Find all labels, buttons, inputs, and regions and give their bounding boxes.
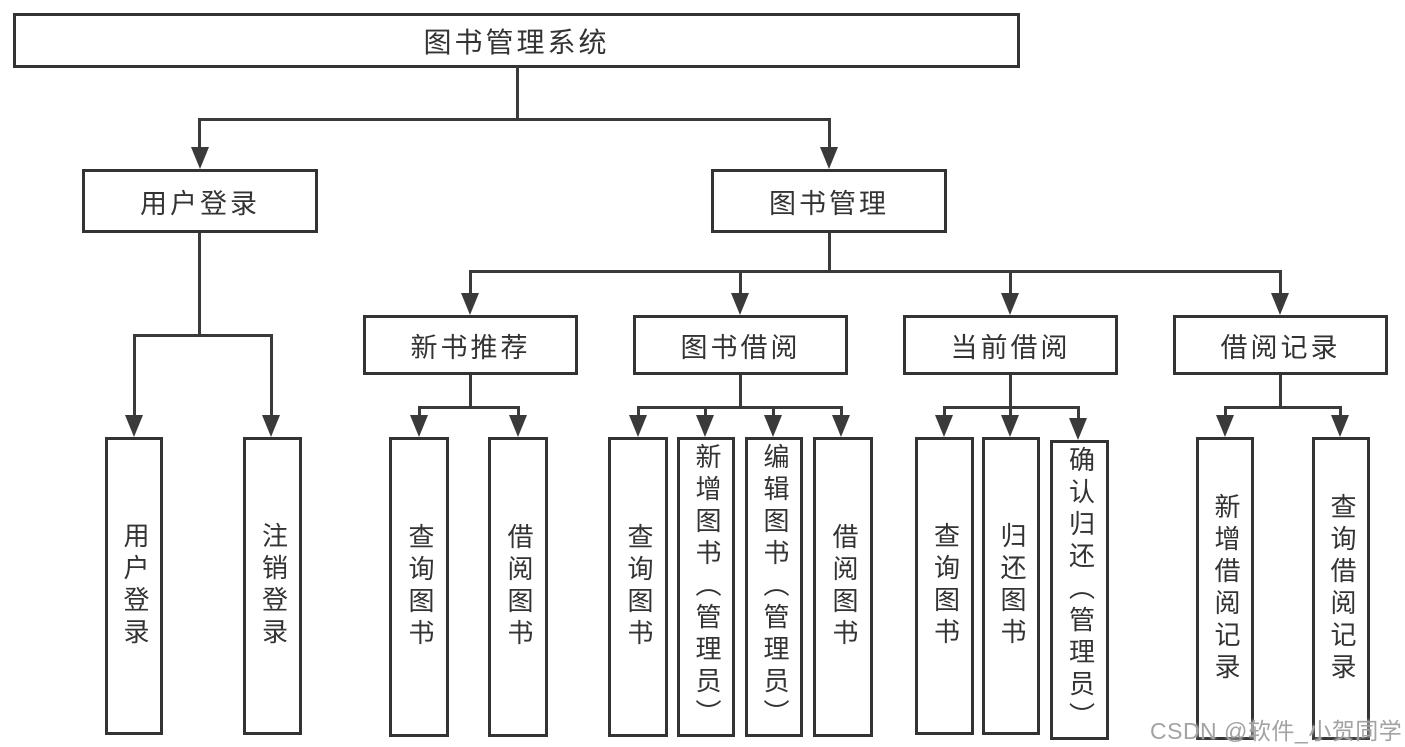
arrow-down-icon — [1271, 293, 1289, 315]
leaf-confirm-return-admin: 确认归还（管理员） — [1050, 440, 1109, 740]
leaf-user-login-label: 用户登录 — [120, 522, 149, 650]
leaf-query-books-borrow: 查询图书 — [608, 437, 668, 737]
arrow-down-icon — [820, 147, 838, 169]
node-root: 图书管理系统 — [13, 13, 1020, 68]
leaf-logout-label: 注销登录 — [258, 522, 288, 650]
leaf-query-books-recommend-label: 查询图书 — [405, 523, 434, 651]
connector-drop — [840, 406, 843, 418]
connector-new-book-rail — [418, 406, 520, 409]
connector-borrow-records-rail — [1224, 406, 1342, 409]
node-borrow-records: 借阅记录 — [1173, 315, 1388, 375]
connector-modules-rail — [469, 270, 1282, 273]
arrow-down-icon — [731, 293, 749, 315]
node-book-borrowing-label: 图书借阅 — [680, 332, 801, 363]
node-new-book-recommend: 新书推荐 — [363, 315, 578, 375]
connector-user-login-stub — [198, 233, 201, 337]
connector-drop — [1339, 406, 1342, 418]
connector-drop — [1077, 406, 1080, 420]
leaf-query-borrow-record: 查询借阅记录 — [1312, 437, 1370, 740]
connector-user-login-rail — [133, 334, 273, 337]
arrow-down-icon — [696, 415, 714, 437]
leaf-add-book-admin-label: 新增图书（管理员） — [692, 443, 721, 731]
leaf-borrow-books-recommend-label: 借阅图书 — [504, 523, 533, 651]
arrow-down-icon — [125, 415, 143, 437]
arrow-down-icon — [262, 415, 280, 437]
node-current-borrowing-label: 当前借阅 — [950, 332, 1071, 363]
connector-drop-borrow-records — [1279, 270, 1282, 296]
leaf-return-book: 归还图书 — [982, 437, 1040, 735]
node-book-borrowing: 图书借阅 — [633, 315, 848, 375]
leaf-query-books-current-label: 查询图书 — [930, 522, 960, 650]
leaf-add-borrow-record-label: 新增借阅记录 — [1211, 492, 1240, 685]
connector-new-book-stub — [469, 375, 472, 409]
connector-drop-book-management — [828, 118, 831, 150]
connector-drop — [943, 406, 946, 418]
connector-book-borrowing-rail — [637, 406, 843, 409]
leaf-borrow-books: 借阅图书 — [813, 437, 873, 737]
node-book-management-label: 图书管理 — [769, 188, 889, 219]
node-book-management: 图书管理 — [711, 169, 947, 233]
connector-drop — [517, 406, 520, 418]
connector-borrow-records-stub — [1279, 375, 1282, 409]
connector-drop-book-borrowing — [739, 270, 742, 296]
connector-drop-leaf-logout — [270, 334, 273, 418]
arrow-down-icon — [1216, 415, 1234, 437]
connector-root-stub — [516, 66, 519, 121]
connector-drop — [772, 406, 775, 418]
connector-drop — [637, 406, 640, 418]
arrow-down-icon — [629, 415, 647, 437]
connector-drop-new-book — [469, 270, 472, 296]
leaf-query-books-borrow-label: 查询图书 — [624, 523, 653, 651]
leaf-logout: 注销登录 — [243, 437, 302, 735]
leaf-user-login: 用户登录 — [105, 437, 163, 735]
connector-drop — [1009, 406, 1012, 418]
leaf-add-borrow-record: 新增借阅记录 — [1196, 437, 1254, 740]
connector-level1-rail — [198, 118, 831, 121]
connector-book-management-stub — [828, 233, 831, 273]
arrow-down-icon — [1331, 415, 1349, 437]
connector-drop-user-login — [198, 118, 201, 150]
connector-drop-leaf-user-login — [133, 334, 136, 418]
watermark: CSDN @软件_小贺同学 — [1150, 718, 1403, 744]
connector-drop — [704, 406, 707, 418]
leaf-return-book-label: 归还图书 — [997, 522, 1026, 650]
arrow-down-icon — [832, 415, 850, 437]
leaf-query-books-recommend: 查询图书 — [389, 437, 449, 737]
arrow-down-icon — [764, 415, 782, 437]
leaf-add-book-admin: 新增图书（管理员） — [677, 437, 735, 737]
leaf-borrow-books-label: 借阅图书 — [829, 523, 858, 651]
connector-current-borrowing-stub — [1009, 375, 1012, 409]
leaf-query-borrow-record-label: 查询借阅记录 — [1327, 492, 1356, 685]
arrow-down-icon — [509, 415, 527, 437]
arrow-down-icon — [191, 147, 209, 169]
node-current-borrowing: 当前借阅 — [903, 315, 1118, 375]
arrow-down-icon — [935, 415, 953, 437]
arrow-down-icon — [1001, 293, 1019, 315]
arrow-down-icon — [1069, 418, 1087, 440]
arrow-down-icon — [461, 293, 479, 315]
connector-drop — [418, 406, 421, 418]
node-user-login-label: 用户登录 — [140, 188, 260, 219]
arrow-down-icon — [410, 415, 428, 437]
node-user-login: 用户登录 — [82, 169, 318, 233]
arrow-down-icon — [1001, 415, 1019, 437]
leaf-edit-book-admin: 编辑图书（管理员） — [745, 437, 803, 737]
node-borrow-records-label: 借阅记录 — [1220, 332, 1341, 363]
node-root-label: 图书管理系统 — [423, 27, 610, 59]
connector-drop-current-borrowing — [1009, 270, 1012, 296]
node-new-book-recommend-label: 新书推荐 — [410, 332, 531, 363]
leaf-edit-book-admin-label: 编辑图书（管理员） — [760, 443, 789, 731]
leaf-borrow-books-recommend: 借阅图书 — [488, 437, 548, 737]
connector-book-borrowing-stub — [739, 375, 742, 409]
leaf-confirm-return-admin-label: 确认归还（管理员） — [1065, 446, 1095, 734]
connector-drop — [1224, 406, 1227, 418]
leaf-query-books-current: 查询图书 — [915, 437, 974, 735]
